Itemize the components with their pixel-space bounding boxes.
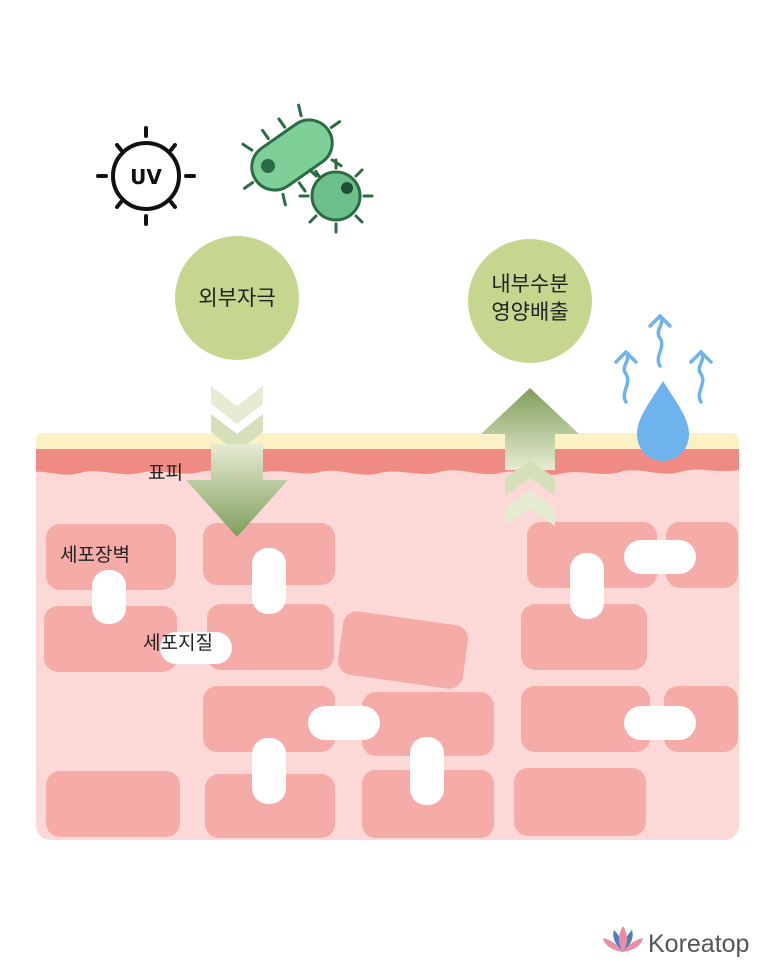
water-drop-icon [637, 381, 689, 461]
brand-name: Koreatop [648, 930, 750, 958]
internal-loss-line2: 영양배출 [491, 300, 569, 325]
cell [203, 686, 335, 752]
gap [410, 737, 444, 805]
internal-loss-label: 내부수분 영양배출 [468, 270, 592, 327]
cell [362, 692, 494, 756]
inward-arrow [186, 386, 288, 537]
lipid-gaps [92, 540, 696, 805]
cell [46, 771, 180, 837]
gap [570, 553, 604, 619]
cell [521, 686, 650, 752]
cell [46, 524, 176, 590]
evaporation-arrows-icon [614, 314, 713, 404]
gap [92, 570, 126, 624]
gap [624, 706, 696, 740]
gap [252, 738, 286, 804]
cell [205, 774, 335, 838]
epidermis-label: 표피 [148, 462, 183, 484]
bacteria-icon [241, 103, 374, 234]
gap [308, 706, 380, 740]
sun-icon [96, 126, 196, 226]
cell [514, 768, 646, 836]
cell [207, 604, 334, 670]
outward-arrow [481, 388, 579, 526]
cell-matrix-label: 세포지질 [143, 632, 213, 654]
internal-loss-line1: 내부수분 [491, 272, 569, 296]
cell [337, 611, 469, 689]
external-stimulus-circle [175, 236, 299, 360]
internal-loss-circle [468, 239, 592, 363]
cell [521, 604, 647, 670]
uv-label: UV [130, 165, 162, 189]
gap [160, 632, 232, 664]
lotus-icon [603, 926, 643, 952]
cell-wall-label: 세포장벽 [60, 544, 130, 566]
external-stimulus-label: 외부자극 [175, 284, 299, 312]
gap [624, 540, 696, 574]
external-stimulus-text: 외부자극 [198, 286, 276, 310]
cell [44, 606, 177, 672]
gap [252, 548, 286, 614]
